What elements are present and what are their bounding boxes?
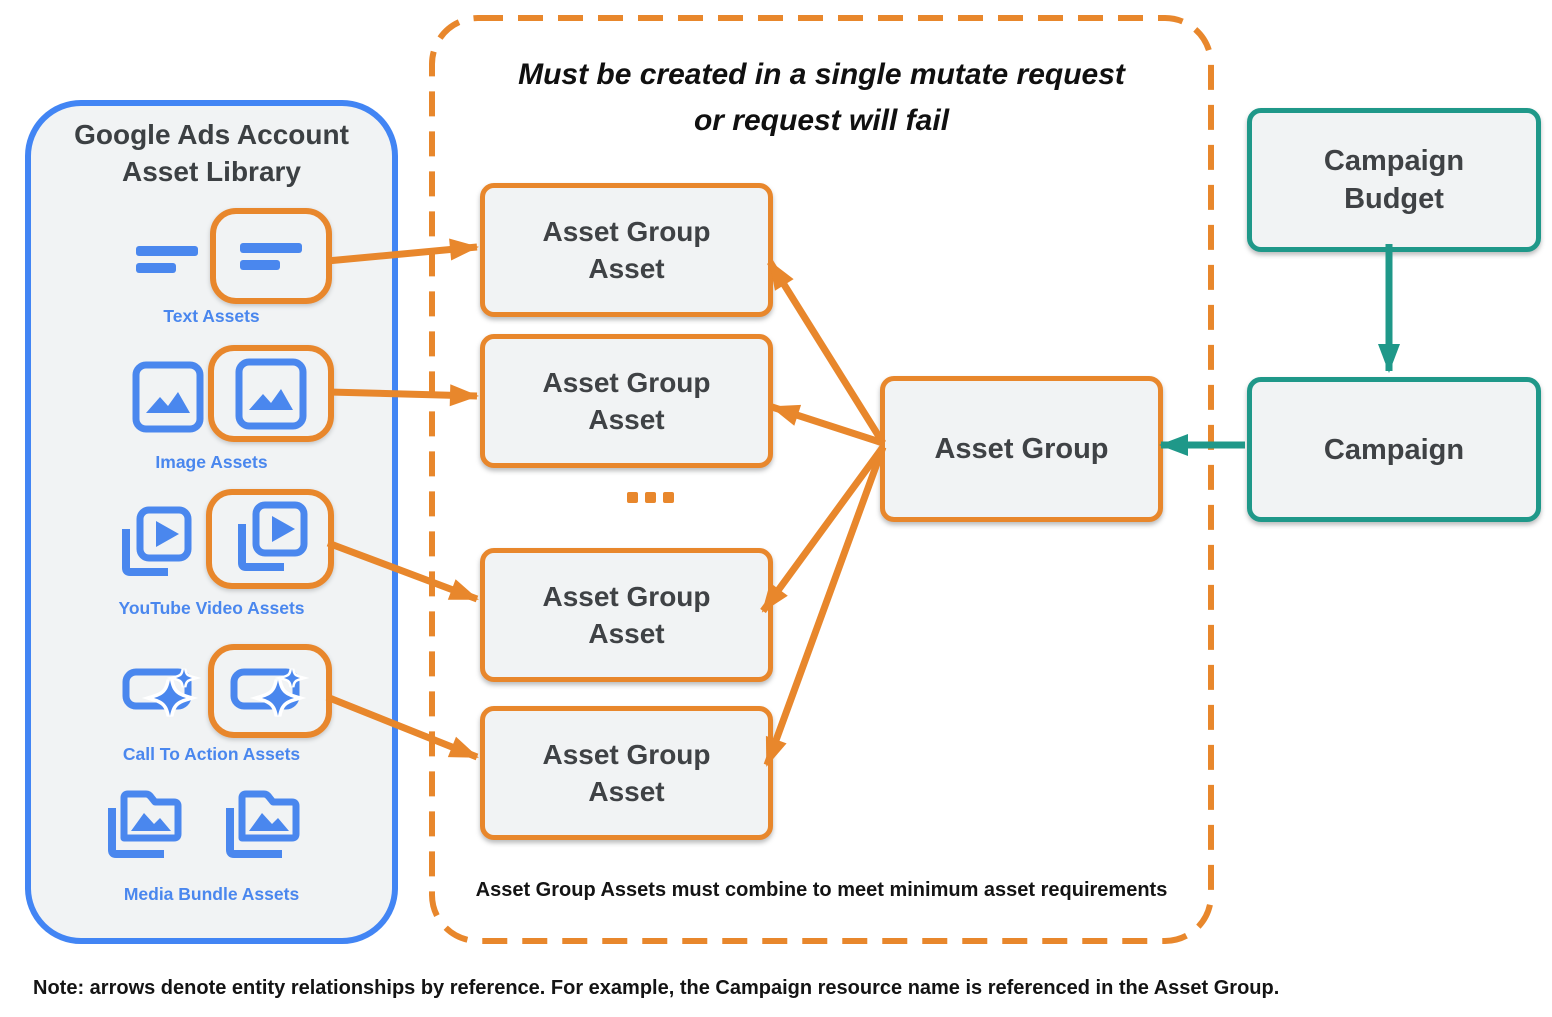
asset-group-asset-label-line2: Asset: [588, 618, 665, 649]
asset-group-asset-label-line2: Asset: [588, 253, 665, 284]
asset-group-asset-label-line1: Asset Group: [542, 367, 711, 398]
media-bundle-asset-icon: [220, 782, 304, 864]
campaign-budget-box: Campaign Budget: [1247, 108, 1541, 252]
asset-group-box: Asset Group: [880, 376, 1163, 522]
ellipsis-icon: [627, 492, 674, 503]
call-to-action-asset-highlight-box: [208, 644, 332, 738]
asset-group-asset-label-line1: Asset Group: [542, 581, 711, 612]
text-assets-label: Text Assets: [163, 306, 260, 326]
asset-library-title-line1: Google Ads Account: [74, 119, 349, 150]
image-asset-highlight-box: [208, 345, 334, 442]
call-to-action-assets-label: Call To Action Assets: [122, 744, 301, 764]
campaign-box: Campaign: [1247, 377, 1541, 522]
campaign-label: Campaign: [1323, 433, 1465, 466]
asset-group-asset-box: Asset Group Asset: [480, 548, 773, 682]
mutate-request-title: Must be created in a single mutate reque…: [428, 52, 1215, 144]
youtube-video-assets-label: YouTube Video Assets: [118, 598, 305, 618]
campaign-budget-label-line2: Budget: [1344, 183, 1444, 215]
image-asset-icon: [235, 358, 307, 430]
asset-group-asset-label-line1: Asset Group: [542, 739, 711, 770]
asset-group-asset-box: Asset Group Asset: [480, 706, 773, 840]
asset-library-title-line2: Asset Library: [122, 156, 301, 187]
reference-note: Note: arrows denote entity relationships…: [33, 977, 1280, 999]
asset-group-asset-label-line2: Asset: [588, 776, 665, 807]
mutate-request-title-line1: Must be created in a single mutate reque…: [518, 58, 1125, 91]
asset-group-asset-box: Asset Group Asset: [480, 183, 773, 317]
media-bundle-asset-icon: [102, 782, 186, 864]
media-bundle-assets-label: Media Bundle Assets: [123, 884, 300, 904]
text-asset-icon: [240, 239, 302, 273]
image-asset-icon: [132, 361, 204, 433]
youtube-video-asset-highlight-box: [206, 489, 334, 589]
text-asset-highlight-box: [210, 208, 332, 304]
campaign-budget-label-line1: Campaign: [1323, 145, 1465, 177]
call-to-action-asset-icon: [230, 664, 310, 718]
call-to-action-asset-icon: [122, 664, 202, 718]
image-assets-label: Image Assets: [155, 452, 268, 472]
asset-group-asset-box: Asset Group Asset: [480, 334, 773, 468]
youtube-video-asset-icon: [116, 506, 192, 582]
youtube-video-asset-icon: [232, 501, 308, 577]
asset-library-title: Google Ads Account Asset Library: [25, 116, 398, 190]
asset-requirements-note: Asset Group Assets must combine to meet …: [475, 879, 1168, 901]
mutate-request-title-line2: or request will fail: [693, 104, 950, 137]
asset-group-asset-label-line2: Asset: [588, 404, 665, 435]
text-asset-icon: [136, 242, 198, 276]
asset-group-asset-label-line1: Asset Group: [542, 216, 711, 247]
asset-group-label: Asset Group: [934, 433, 1109, 465]
